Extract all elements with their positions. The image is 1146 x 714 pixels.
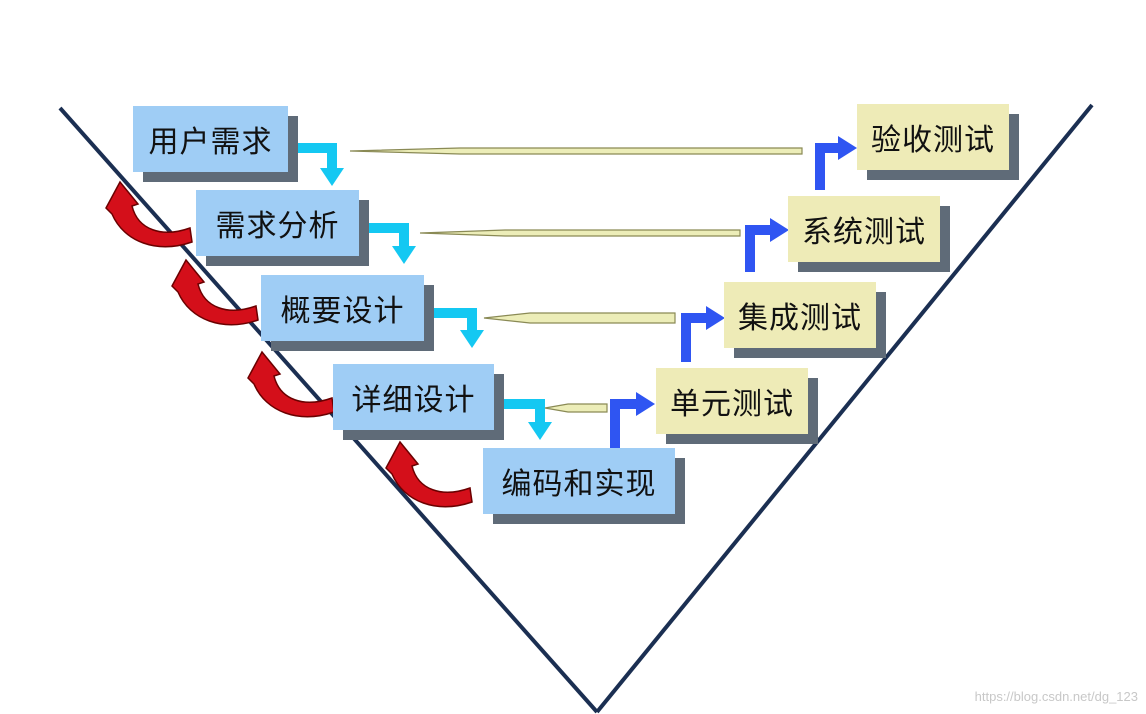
down-arrow-4	[496, 399, 545, 422]
up-arrow-2-head	[706, 306, 725, 330]
down-arrow-1-head	[320, 168, 344, 186]
down-arrow-3	[426, 308, 477, 330]
up-arrows	[610, 136, 857, 452]
stage-unit-test: 单元测试	[656, 368, 808, 434]
feedback-arrow-3	[247, 351, 335, 418]
stage-label: 编码和实现	[501, 467, 657, 502]
stage-acceptance-test: 验收测试	[857, 104, 1009, 170]
correspondence-arrow-system	[419, 229, 741, 237]
stage-label: 验收测试	[871, 123, 995, 158]
up-arrow-4-head	[838, 136, 857, 160]
stage-coding: 编码和实现	[483, 448, 675, 514]
up-arrow-3	[745, 225, 770, 272]
correspondence-arrow-acceptance	[349, 147, 803, 155]
feedback-arrow-2	[171, 259, 259, 326]
stage-label: 需求分析	[215, 209, 340, 244]
up-arrow-1	[610, 399, 636, 452]
feedback-arrow-1	[105, 181, 193, 248]
down-arrow-1	[290, 143, 337, 168]
down-arrow-2-head	[392, 246, 416, 264]
up-arrow-1-head	[636, 392, 655, 416]
down-arrows	[290, 143, 552, 440]
correspondence-arrows	[349, 147, 803, 413]
stage-label: 集成测试	[738, 301, 862, 336]
up-arrow-3-head	[770, 218, 789, 242]
down-arrow-2	[360, 223, 409, 246]
stage-user-requirements: 用户需求	[133, 106, 288, 172]
stage-detailed-design: 详细设计	[333, 364, 494, 430]
stage-label: 用户需求	[148, 125, 273, 160]
up-arrow-4	[815, 143, 838, 190]
v-right-line	[595, 103, 1094, 714]
stage-high-level-design: 概要设计	[261, 275, 424, 341]
stage-label: 单元测试	[670, 387, 794, 422]
stage-label: 详细设计	[351, 383, 476, 418]
correspondence-arrow-integration	[483, 312, 676, 324]
down-arrow-3-head	[460, 330, 484, 348]
stage-label: 系统测试	[802, 215, 926, 250]
feedback-arrow-4	[385, 441, 473, 508]
up-arrow-2	[681, 313, 706, 362]
down-arrow-4-head	[528, 422, 552, 440]
stage-label: 概要设计	[280, 294, 405, 329]
watermark: https://blog.csdn.net/dg_123	[974, 689, 1138, 704]
correspondence-arrow-unit	[544, 403, 608, 413]
stage-integration-test: 集成测试	[724, 282, 876, 348]
stage-system-test: 系统测试	[788, 196, 940, 262]
stage-requirements-analysis: 需求分析	[196, 190, 359, 256]
